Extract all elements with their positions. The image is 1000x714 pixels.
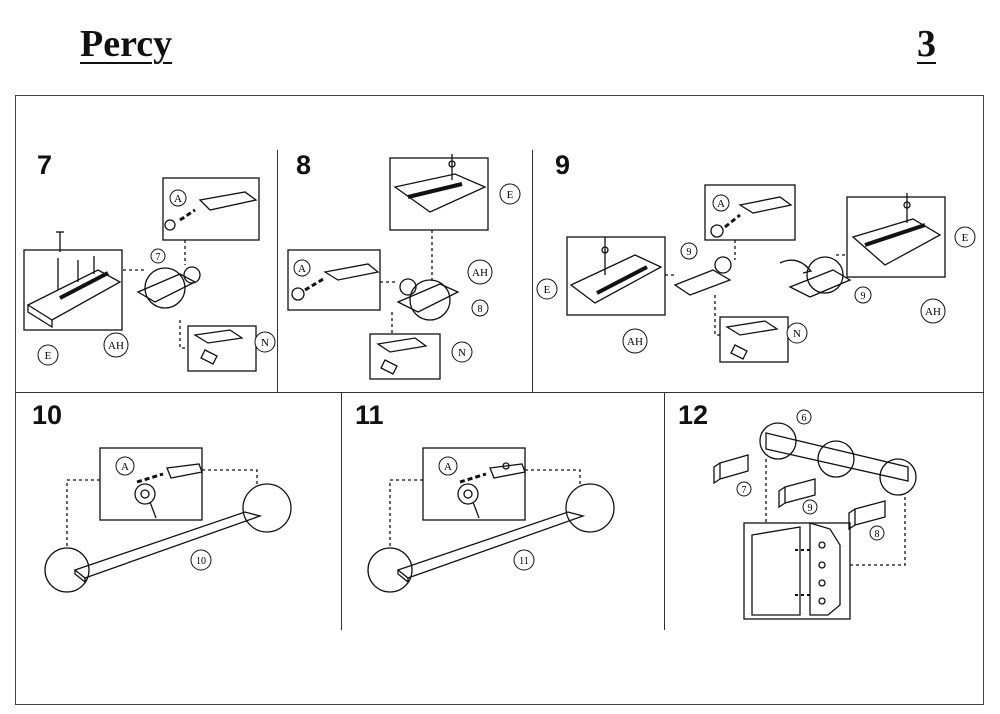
label-panel: AH <box>108 340 124 352</box>
step-number: 9 <box>555 150 571 180</box>
divider <box>532 150 533 392</box>
label-rail: 6 <box>802 413 807 424</box>
step-10-diagram: A 10 <box>44 447 292 593</box>
document-title: Percy <box>80 23 173 65</box>
label-bracket: 9 <box>808 503 813 514</box>
label-tool: N <box>261 337 269 349</box>
divider <box>664 392 665 630</box>
step-7-diagram: A 7 E AH N <box>23 177 276 372</box>
step-number: 11 <box>355 400 384 430</box>
label-part: 8 <box>478 304 483 315</box>
label-screw: A <box>444 461 452 473</box>
page-number: 3 <box>917 23 936 65</box>
label-part: 7 <box>156 252 161 263</box>
divider <box>15 392 984 393</box>
instruction-frame <box>15 95 984 705</box>
step-9-diagram: 9 A E AH 9 N E AH <box>536 184 976 363</box>
label-part: 9 <box>861 291 866 302</box>
label-bracket: 7 <box>742 485 747 496</box>
label-part: 9 <box>687 247 692 258</box>
label-panel: AH <box>925 306 941 318</box>
label-bar: E <box>544 284 551 296</box>
label-panel: AH <box>627 336 643 348</box>
label-screw: A <box>298 263 306 275</box>
step-8-diagram: E AH A 8 N <box>287 154 521 380</box>
label-bar: E <box>507 189 514 201</box>
label-part: 10 <box>196 556 206 567</box>
step-12-diagram: 6 7 9 8 <box>713 409 917 620</box>
label-tool: N <box>793 328 801 340</box>
step-number: 8 <box>296 150 312 180</box>
label-screw: A <box>717 198 725 210</box>
divider <box>341 392 342 630</box>
step-11-diagram: A 11 <box>367 447 615 593</box>
label-bar: E <box>45 350 52 362</box>
label-screw: A <box>174 193 182 205</box>
label-part: 11 <box>519 556 529 567</box>
step-number: 7 <box>37 150 53 180</box>
step-number: 10 <box>32 400 63 430</box>
label-panel: AH <box>472 267 488 279</box>
step-number: 12 <box>678 400 709 430</box>
label-screw: A <box>121 461 129 473</box>
label-bracket: 8 <box>875 529 880 540</box>
label-tool: N <box>458 347 466 359</box>
label-bar: E <box>962 232 969 244</box>
divider <box>277 150 278 392</box>
